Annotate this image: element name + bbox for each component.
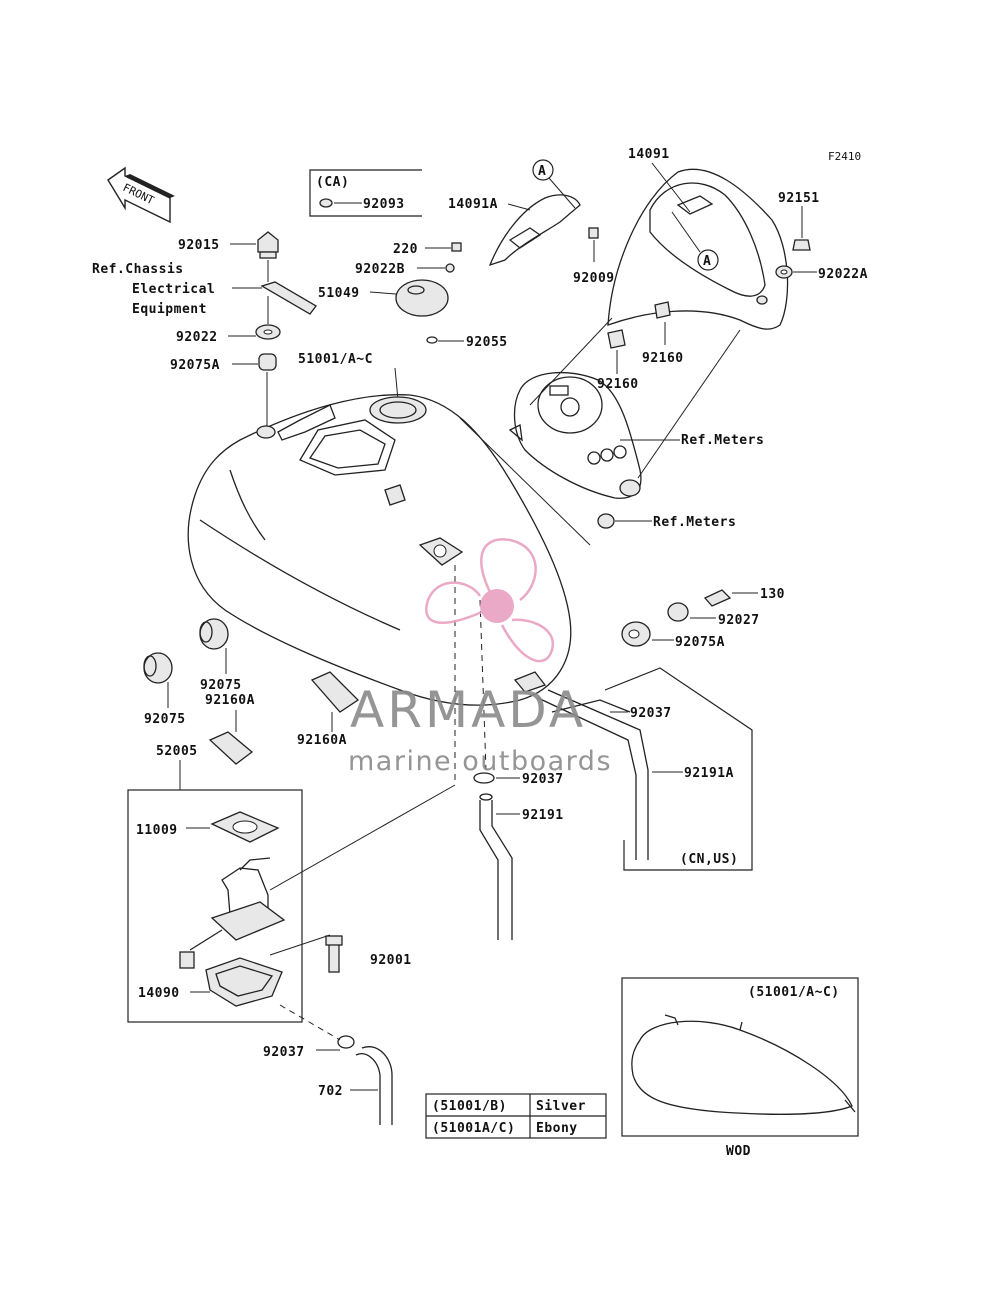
cn-us-label: (CN,US) <box>680 852 738 867</box>
label-51049: 51049 <box>318 286 360 301</box>
bracket-ref-chassis <box>260 281 317 315</box>
label-92075a-top: 92075A <box>170 358 220 373</box>
ref-chassis-line-2: Electrical <box>132 282 215 297</box>
label-ref-meters-1: Ref.Meters <box>681 433 764 448</box>
filter-14090 <box>205 957 283 1007</box>
label-92075-b: 92075 <box>144 712 186 727</box>
hose-92191 <box>479 793 513 940</box>
front-arrow-icon: FRONT <box>107 166 175 224</box>
damper-92075-b <box>143 652 173 684</box>
inset-wod: (51001/A~C) WOD <box>621 977 859 1159</box>
inset-caption: WOD <box>726 1144 751 1159</box>
label-92160a-a: 92160A <box>205 693 255 708</box>
ca-box-title: (CA) <box>316 175 349 190</box>
meter-cover <box>607 168 789 330</box>
label-702: 702 <box>318 1084 343 1099</box>
label-52005: 52005 <box>156 744 198 759</box>
fuel-cap-51049 <box>395 279 449 317</box>
damper-92075-a <box>199 618 229 650</box>
label-130: 130 <box>760 587 785 602</box>
oring-92055 <box>426 336 438 344</box>
grommet-92160 <box>607 329 626 349</box>
label-92160-a: 92160 <box>597 377 639 392</box>
gasket-tank <box>418 537 464 566</box>
label-11009: 11009 <box>136 823 178 838</box>
label-92037-mid: 92037 <box>522 772 564 787</box>
label-220: 220 <box>393 242 418 257</box>
label-92001: 92001 <box>370 953 412 968</box>
clamp-92037-mid <box>473 772 495 784</box>
label-92015: 92015 <box>178 238 220 253</box>
screw-92001 <box>325 935 343 973</box>
fuel-cock-box <box>127 789 303 1023</box>
label-92022b: 92022B <box>355 262 405 277</box>
ref-chassis-line-1: Ref.Chassis <box>92 262 184 277</box>
nut-92151 <box>792 239 811 251</box>
label-14091a: 14091A <box>448 197 498 212</box>
label-14091: 14091 <box>628 147 670 162</box>
washer-92022b <box>445 263 455 273</box>
fuel-cock <box>179 857 286 969</box>
label-92191: 92191 <box>522 808 564 823</box>
damper-92075a-right <box>621 621 651 647</box>
fuel-tank <box>187 394 572 706</box>
damper-92075a-top <box>258 353 277 371</box>
label-92160-b: 92160 <box>642 351 684 366</box>
watermark-logo: ARMADA marine outboards <box>348 538 612 777</box>
bolt-130 <box>703 589 732 607</box>
color-table: (51001/B) Silver (51001A/C) Ebony <box>425 1093 607 1139</box>
label-92075a-right: 92075A <box>675 635 725 650</box>
washer-92022 <box>255 324 281 340</box>
label-92009: 92009 <box>573 271 615 286</box>
svg-text:A: A <box>703 254 711 269</box>
callout-a-inner: A <box>671 211 719 271</box>
hose-702 <box>355 1046 393 1125</box>
label-51001: 51001/A~C <box>298 352 373 367</box>
grommet-92160a-b <box>310 671 360 713</box>
label-92022a: 92022A <box>818 267 868 282</box>
svg-text:A: A <box>538 164 546 179</box>
tank-rear-mount <box>513 671 547 693</box>
watermark-brand: ARMADA <box>350 681 586 739</box>
label-ref-meters-2: Ref.Meters <box>653 515 736 530</box>
gasket-11009 <box>210 811 280 843</box>
label-92037-right: 92037 <box>630 706 672 721</box>
propeller-icon <box>425 538 555 663</box>
screw-220 <box>451 242 462 252</box>
figure-code: F2410 <box>828 150 861 163</box>
label-92055: 92055 <box>466 335 508 350</box>
watermark-tagline: marine outboards <box>348 746 612 777</box>
color-row-1-model: (51001/B) <box>432 1099 507 1114</box>
inset-title: (51001/A~C) <box>748 985 840 1000</box>
meter-assembly <box>508 371 642 499</box>
label-14090: 14090 <box>138 986 180 1001</box>
washer-92022a <box>775 265 793 279</box>
ca-box: (CA) 92093 <box>309 169 422 217</box>
color-row-2-model: (51001A/C) <box>432 1121 515 1136</box>
grommet-92160a-a <box>208 731 254 765</box>
label-92191a: 92191A <box>684 766 734 781</box>
bracket-14091a <box>488 194 581 267</box>
color-row-2-color: Ebony <box>536 1121 578 1136</box>
label-92027: 92027 <box>718 613 760 628</box>
collar-92027 <box>667 602 689 622</box>
label-92151: 92151 <box>778 191 820 206</box>
label-92022: 92022 <box>176 330 218 345</box>
cap-nut-92015 <box>257 231 279 259</box>
ca-box-part: 92093 <box>363 197 405 212</box>
cn-us-box: (CN,US) <box>604 667 753 871</box>
ref-chassis-line-3: Equipment <box>132 302 207 317</box>
label-92075-a: 92075 <box>200 678 242 693</box>
color-row-1-color: Silver <box>536 1099 586 1114</box>
grommet-ref-meters <box>597 513 615 529</box>
clamp-92037-bottom <box>337 1035 355 1049</box>
label-92037-bottom: 92037 <box>263 1045 305 1060</box>
label-92160a-b: 92160A <box>297 733 347 748</box>
callout-a-top: A <box>532 159 576 209</box>
screw-92009 <box>588 227 599 239</box>
